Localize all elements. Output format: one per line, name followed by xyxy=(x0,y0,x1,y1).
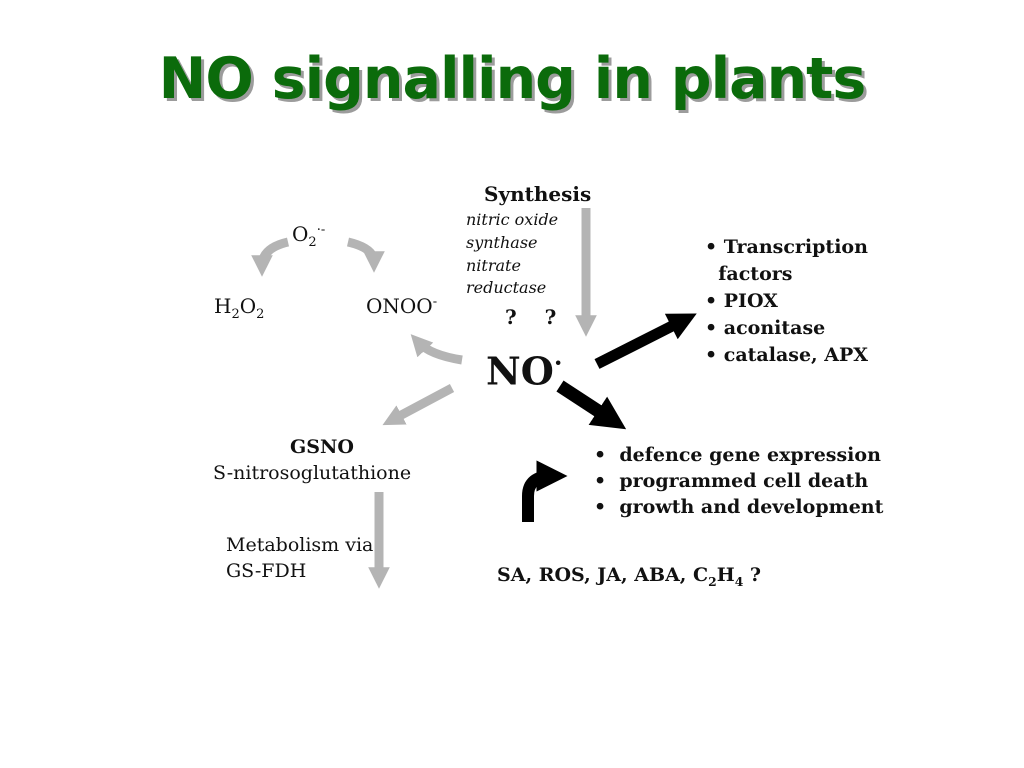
synthesis-line: nitric oxide xyxy=(466,210,559,229)
metabolism-line: GS-FDH xyxy=(226,560,307,582)
list-item: factors xyxy=(718,263,793,285)
no-to-gsno-arrow xyxy=(382,384,455,426)
responses-list: • defence gene expression • programmed c… xyxy=(594,442,883,520)
metabolism-line: Metabolism via xyxy=(226,534,374,556)
synthesis-unknowns: ? ? xyxy=(505,305,557,329)
list-item: • defence gene expression xyxy=(594,444,881,466)
superoxide-to-h2o2-arrow xyxy=(251,237,290,277)
superoxide-to-peroxynitrite-arrow xyxy=(346,237,385,273)
list-item: • PIOX xyxy=(705,290,778,312)
targets-list: • Transcription factors • PIOX • aconita… xyxy=(705,234,868,369)
no-to-targets-arrow xyxy=(594,313,697,369)
synthesis-line: reductase xyxy=(466,278,547,297)
no-to-peroxynitrite-arrow xyxy=(410,334,463,365)
hormones-to-responses-arrow xyxy=(522,460,568,522)
slide-title: NO signalling in plants xyxy=(158,46,867,112)
nitric-oxide-label: NO· xyxy=(486,348,563,394)
synthesis-heading: Synthesis xyxy=(484,182,592,206)
list-item: • catalase, APX xyxy=(705,344,869,366)
hydrogen-peroxide-label: H2O2 xyxy=(214,294,265,322)
no-to-responses-arrow xyxy=(556,380,627,430)
hormones-label: SA, ROS, JA, ABA, C2H4 ? xyxy=(497,564,762,589)
list-item: • aconitase xyxy=(705,317,826,339)
list-item: • programmed cell death xyxy=(594,470,869,492)
superoxide-label: O2·- xyxy=(292,222,326,250)
synthesis-line: nitrate xyxy=(466,256,521,275)
gsno-full-name: S-nitrosoglutathione xyxy=(213,462,412,484)
list-item: • Transcription xyxy=(705,236,868,258)
list-item: • growth and development xyxy=(594,496,884,518)
gsno-abbreviation: GSNO xyxy=(290,436,354,458)
synthesis-line: synthase xyxy=(466,233,538,252)
peroxynitrite-label: ONOO- xyxy=(366,294,438,318)
